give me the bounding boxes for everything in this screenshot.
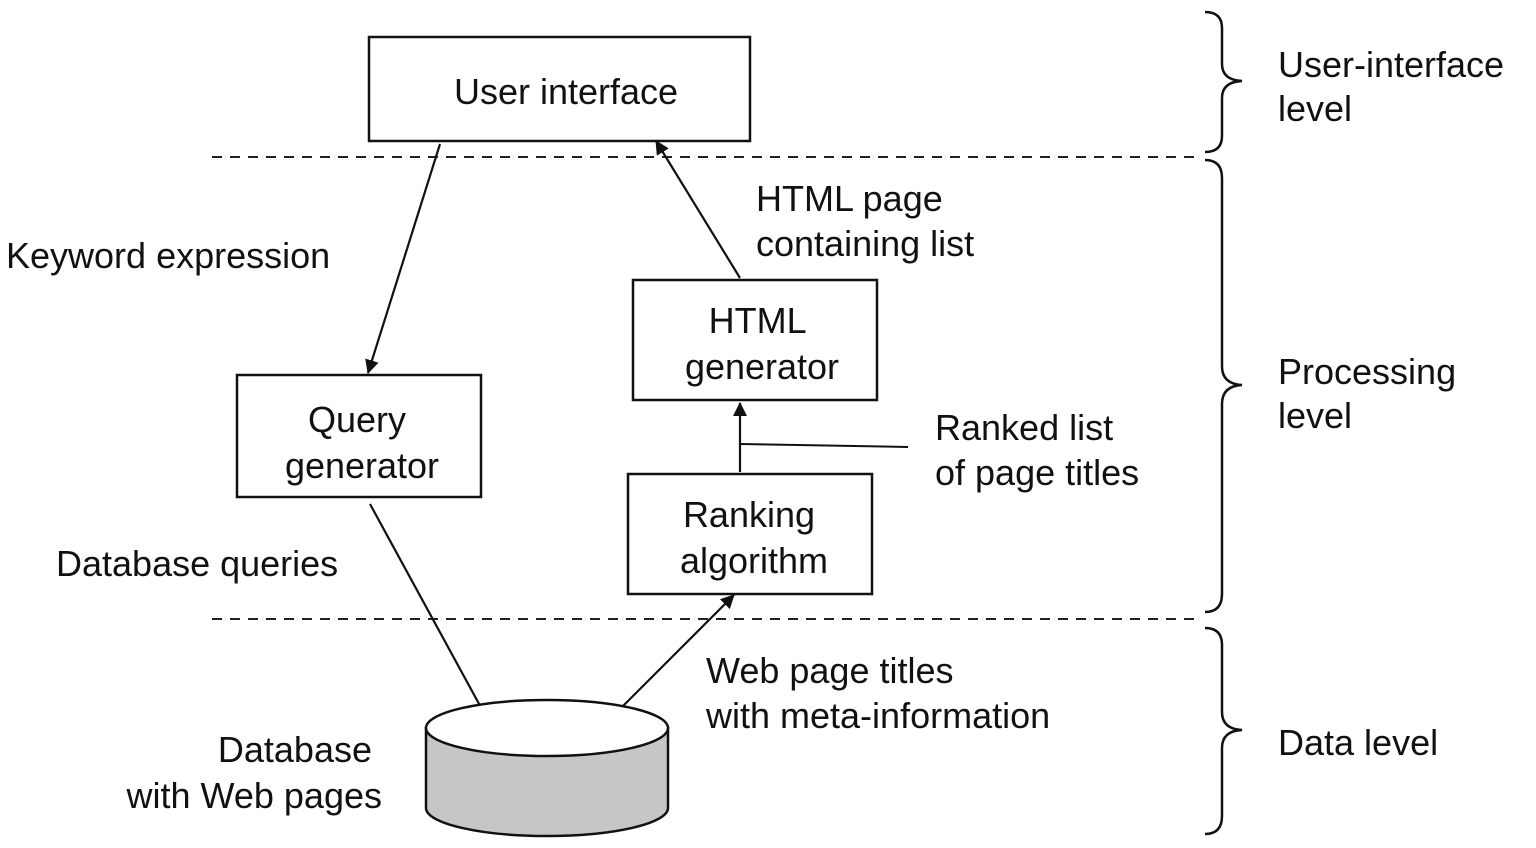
node-database-label: Database with Web pages xyxy=(126,729,382,816)
level-label-user-interface-line1: User-interface xyxy=(1278,44,1504,85)
edge-label-web-page-titles: Web page titles with meta-information xyxy=(705,650,1050,736)
node-html-generator: HTML generator xyxy=(631,278,879,402)
edge-label-html-page: HTML page containing list xyxy=(756,178,974,264)
ranked-list-leader-line xyxy=(739,443,909,448)
node-ranking-algorithm-box xyxy=(626,472,874,596)
level-label-data: Data level xyxy=(1278,722,1438,763)
node-user-interface-box xyxy=(367,35,752,143)
level-label-processing: Processing level xyxy=(1278,351,1466,436)
node-database-line2: with Web pages xyxy=(126,775,382,816)
edge-html-page xyxy=(655,140,741,279)
edge-label-html-page-line2: containing list xyxy=(756,223,974,264)
level-label-processing-line1: Processing xyxy=(1278,351,1456,392)
node-html-generator-label: HTML generator xyxy=(685,300,839,387)
database-cylinder-top xyxy=(424,698,670,758)
edge-keyword-expression xyxy=(365,143,442,374)
node-html-generator-line2: generator xyxy=(685,346,839,387)
edge-label-ranked-list-line2: of page titles xyxy=(935,452,1139,493)
node-query-generator-box xyxy=(235,373,483,499)
database-cylinder-body xyxy=(424,726,670,838)
node-ranking-algorithm-line1: Ranking xyxy=(683,494,815,535)
edge-label-html-page-line1: HTML page xyxy=(756,178,943,219)
brace-data-level xyxy=(1204,626,1243,836)
edge-database-queries xyxy=(369,503,491,725)
node-user-interface-label: User interface xyxy=(454,71,678,112)
node-ranking-algorithm-line2: algorithm xyxy=(680,540,828,581)
node-query-generator-line1: Query xyxy=(308,399,406,440)
edge-label-web-page-titles-line2: with meta-information xyxy=(705,695,1050,736)
node-user-interface: User interface xyxy=(367,35,752,143)
node-ranking-algorithm: Ranking algorithm xyxy=(626,472,874,596)
node-query-generator-label: Query generator xyxy=(285,399,439,486)
brace-processing-level xyxy=(1204,158,1243,614)
level-label-data-line1: Data level xyxy=(1278,722,1438,763)
edge-label-ranked-list: Ranked list of page titles xyxy=(935,407,1139,493)
edge-web-page-titles xyxy=(602,594,735,727)
brace-user-interface-level xyxy=(1204,10,1243,154)
edge-label-keyword-expression: Keyword expression xyxy=(6,235,330,276)
node-query-generator-line2: generator xyxy=(285,445,439,486)
node-html-generator-box xyxy=(631,278,879,402)
node-ranking-algorithm-label: Ranking algorithm xyxy=(680,494,828,581)
node-html-generator-line1: HTML xyxy=(709,300,806,341)
node-database-line1: Database xyxy=(218,729,372,770)
level-label-user-interface-line2: level xyxy=(1278,88,1352,129)
level-label-user-interface: User-interface level xyxy=(1278,44,1514,129)
node-query-generator: Query generator xyxy=(235,373,483,499)
level-label-processing-line2: level xyxy=(1278,395,1352,436)
node-database: Database with Web pages xyxy=(126,698,670,838)
edge-label-ranked-list-line1: Ranked list xyxy=(935,407,1113,448)
edge-label-database-queries: Database queries xyxy=(56,543,338,584)
edge-label-web-page-titles-line1: Web page titles xyxy=(706,650,953,691)
